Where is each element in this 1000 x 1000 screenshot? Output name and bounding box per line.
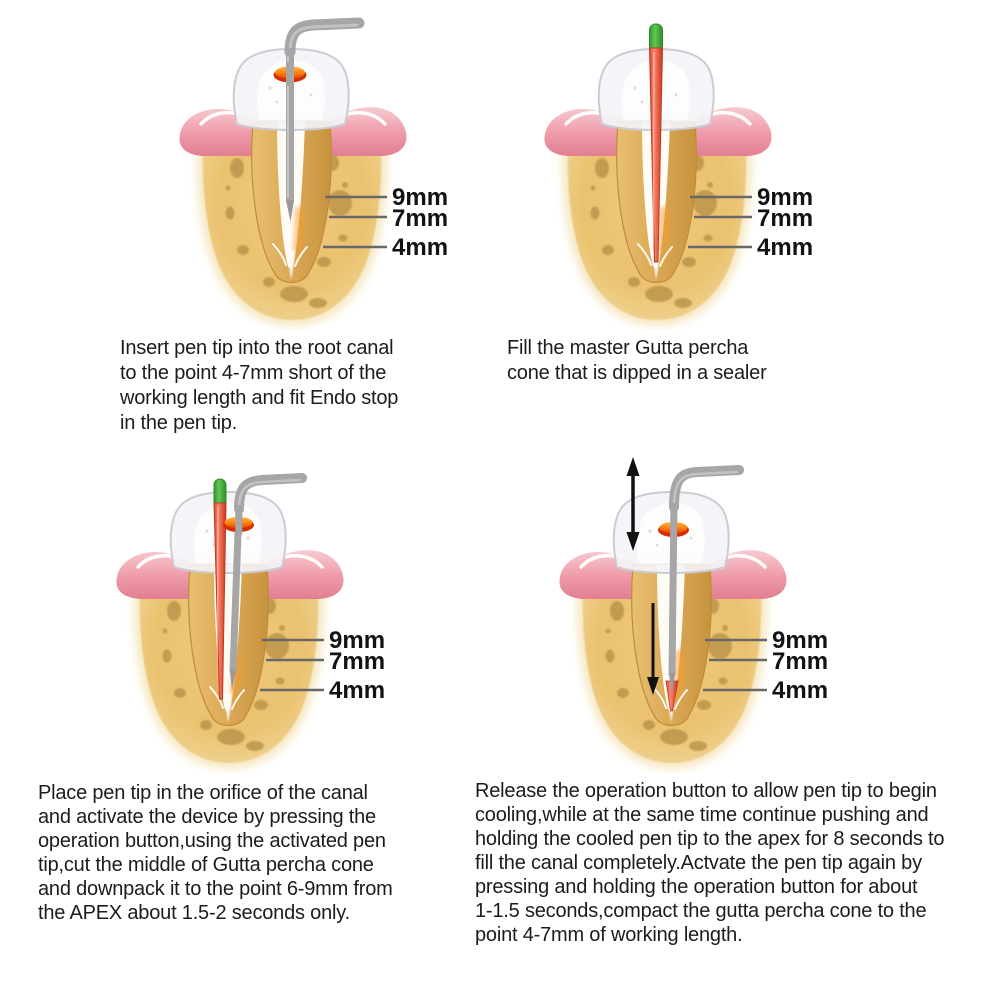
endo-stop-icon <box>658 517 689 541</box>
step2-caption: Fill the master Gutta percha cone that i… <box>507 337 767 384</box>
up-down-arrow-icon <box>626 457 640 551</box>
step3-illustration <box>110 473 410 773</box>
tooth-cross-section <box>179 49 448 320</box>
step4-illustration <box>553 457 853 773</box>
tooth-cross-section <box>544 49 813 320</box>
gutta-percha-cone-icon <box>213 478 227 700</box>
step2-illustration <box>538 23 838 330</box>
step3-caption: Place pen tip in the orifice of the cana… <box>38 782 393 924</box>
step1-caption: Insert pen tip into the root canal to th… <box>120 337 399 434</box>
step4-caption: Release the operation button to allow pe… <box>475 780 945 946</box>
gutta-percha-cone-icon <box>648 23 664 263</box>
step1-illustration <box>173 17 473 330</box>
down-arrow-icon <box>647 603 659 695</box>
tooth-cross-section <box>116 492 385 763</box>
endo-stop-icon <box>223 512 254 536</box>
endo-stop-icon <box>273 62 307 86</box>
tooth-cross-section <box>559 492 828 763</box>
